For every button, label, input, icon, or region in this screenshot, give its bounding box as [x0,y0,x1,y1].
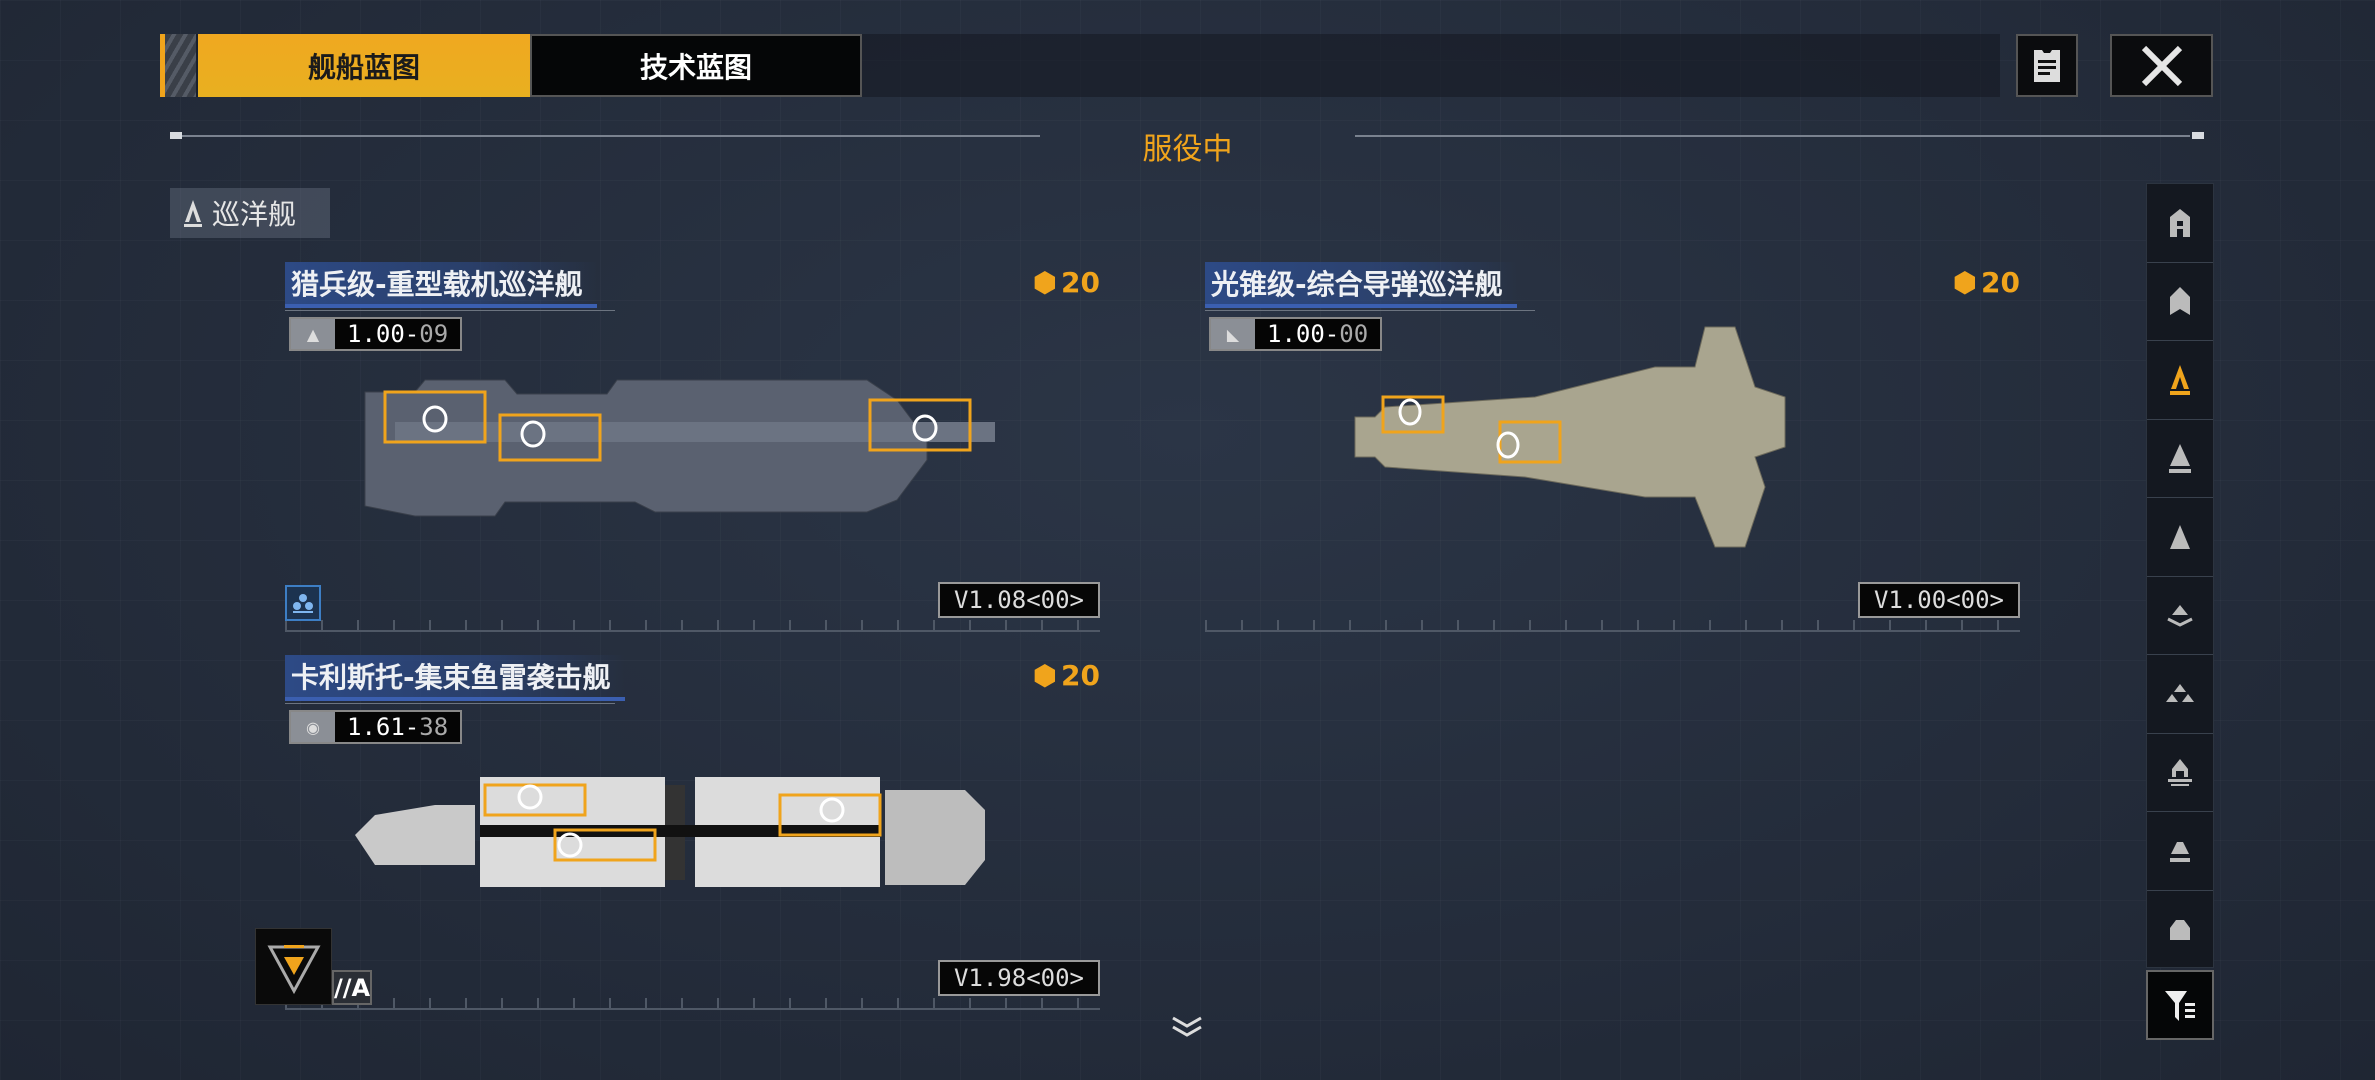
cost-value: 20 [1061,659,1100,692]
title-underline [285,703,615,704]
version-label: V1.08<00> [937,582,1100,618]
destroyer-icon [2169,444,2191,474]
code-sub: 00 [1339,320,1369,348]
code-sub: 09 [419,320,449,348]
ship-class-sidebar [2146,183,2214,968]
ship-cost: ⬢20 [1033,266,1100,299]
ship-name: 光锥级-综合导弹巡洋舰 [1205,262,1517,308]
carrier-icon [2170,208,2190,237]
hull-type-icon [285,585,321,621]
filter-icon [2165,991,2195,1021]
scroll-down-button[interactable] [1170,1015,1204,1043]
rank-label: //A [332,970,372,1005]
sidebar-item-auxiliary[interactable] [2147,734,2213,812]
support-icon [2170,841,2190,862]
code-main: 1.00 [1267,320,1325,348]
tab-tech-blueprint[interactable]: 技术蓝图 [530,34,862,97]
sidebar-item-battleship[interactable] [2147,263,2213,341]
ship-name: 卡利斯托-集束鱼雷袭击舰 [285,655,625,701]
sidebar-item-support[interactable] [2147,812,2213,891]
ship-code: ◉1.61-38 [289,710,463,744]
sidebar-item-corvette[interactable] [2147,577,2213,655]
ship-image [355,777,985,887]
title-underline [285,310,615,311]
ship-card[interactable]: 卡利斯托-集束鱼雷袭击舰 ⬢20 ◉1.61-38 V1.98<00> [285,655,1100,1010]
sidebar-item-other[interactable] [2147,891,2213,970]
frigate-icon [2170,524,2190,549]
document-icon [2034,49,2060,82]
ship-code: ◣1.00-00 [1209,317,1383,351]
ship-image [1354,326,1786,548]
ship-cost: ⬢20 [1953,266,2020,299]
sidebar-item-fighter[interactable] [2147,655,2213,734]
code-main: 1.61 [347,713,405,741]
ship-name: 猎兵级-重型载机巡洋舰 [285,262,597,308]
sidebar-item-frigate[interactable] [2147,498,2213,577]
log-button[interactable] [2016,34,2078,97]
cost-value: 20 [1981,266,2020,299]
ship-type-icon: ▲ [291,319,335,349]
close-button[interactable] [2110,34,2213,97]
ship-image [364,379,995,517]
filter-button[interactable] [2146,970,2214,1040]
auxiliary-icon [2168,759,2192,787]
scale-ruler [1205,620,2020,632]
divider-line [182,135,1040,137]
version-label: V1.00<00> [1857,582,2020,618]
cost-value: 20 [1061,266,1100,299]
scale-ruler [285,620,1100,632]
corvette-icon [2167,605,2193,627]
command-point-icon: ⬢ [1952,266,1978,299]
rank-badge [255,928,332,1005]
code-main: 1.00 [347,320,405,348]
cruiser-icon [2170,364,2190,395]
scale-ruler [285,998,1100,1010]
ship-card[interactable]: 猎兵级-重型载机巡洋舰 ⬢20 ▲1.00-09 V1.08<00> [285,262,1100,632]
divider-cap [2192,132,2204,139]
code-sub: 38 [419,713,449,741]
ship-type-icon: ◣ [1211,319,1255,349]
divider-cap [170,132,182,139]
cruiser-icon [184,200,202,227]
ship-code: ▲1.00-09 [289,317,463,351]
ship-type-icon: ◉ [291,712,335,742]
title-underline [1205,310,1535,311]
command-point-icon: ⬢ [1032,266,1058,299]
fighter-icon [2166,683,2194,702]
sidebar-item-destroyer[interactable] [2147,420,2213,498]
tab-bar-stripe [160,34,196,97]
close-icon [2141,45,2182,86]
other-icon [2170,919,2190,940]
category-label: 巡洋舰 [212,198,297,231]
command-point-icon: ⬢ [1032,659,1058,692]
version-label: V1.98<00> [937,960,1100,996]
divider-line [1355,135,2190,137]
sidebar-item-carrier[interactable] [2147,184,2213,263]
category-chip[interactable]: 巡洋舰 [170,188,330,238]
status-label: 服役中 [1142,132,1233,167]
chevron-down-icon [1172,1016,1202,1037]
ship-card[interactable]: 光锥级-综合导弹巡洋舰 ⬢20 ◣1.00-00 V1.00<00> [1205,262,2020,632]
rank-triangle-icon [266,944,321,994]
ship-cost: ⬢20 [1033,659,1100,692]
tab-ship-blueprint[interactable]: 舰船蓝图 [198,34,530,97]
sidebar-item-cruiser[interactable] [2147,341,2213,420]
battleship-icon [2170,287,2190,316]
